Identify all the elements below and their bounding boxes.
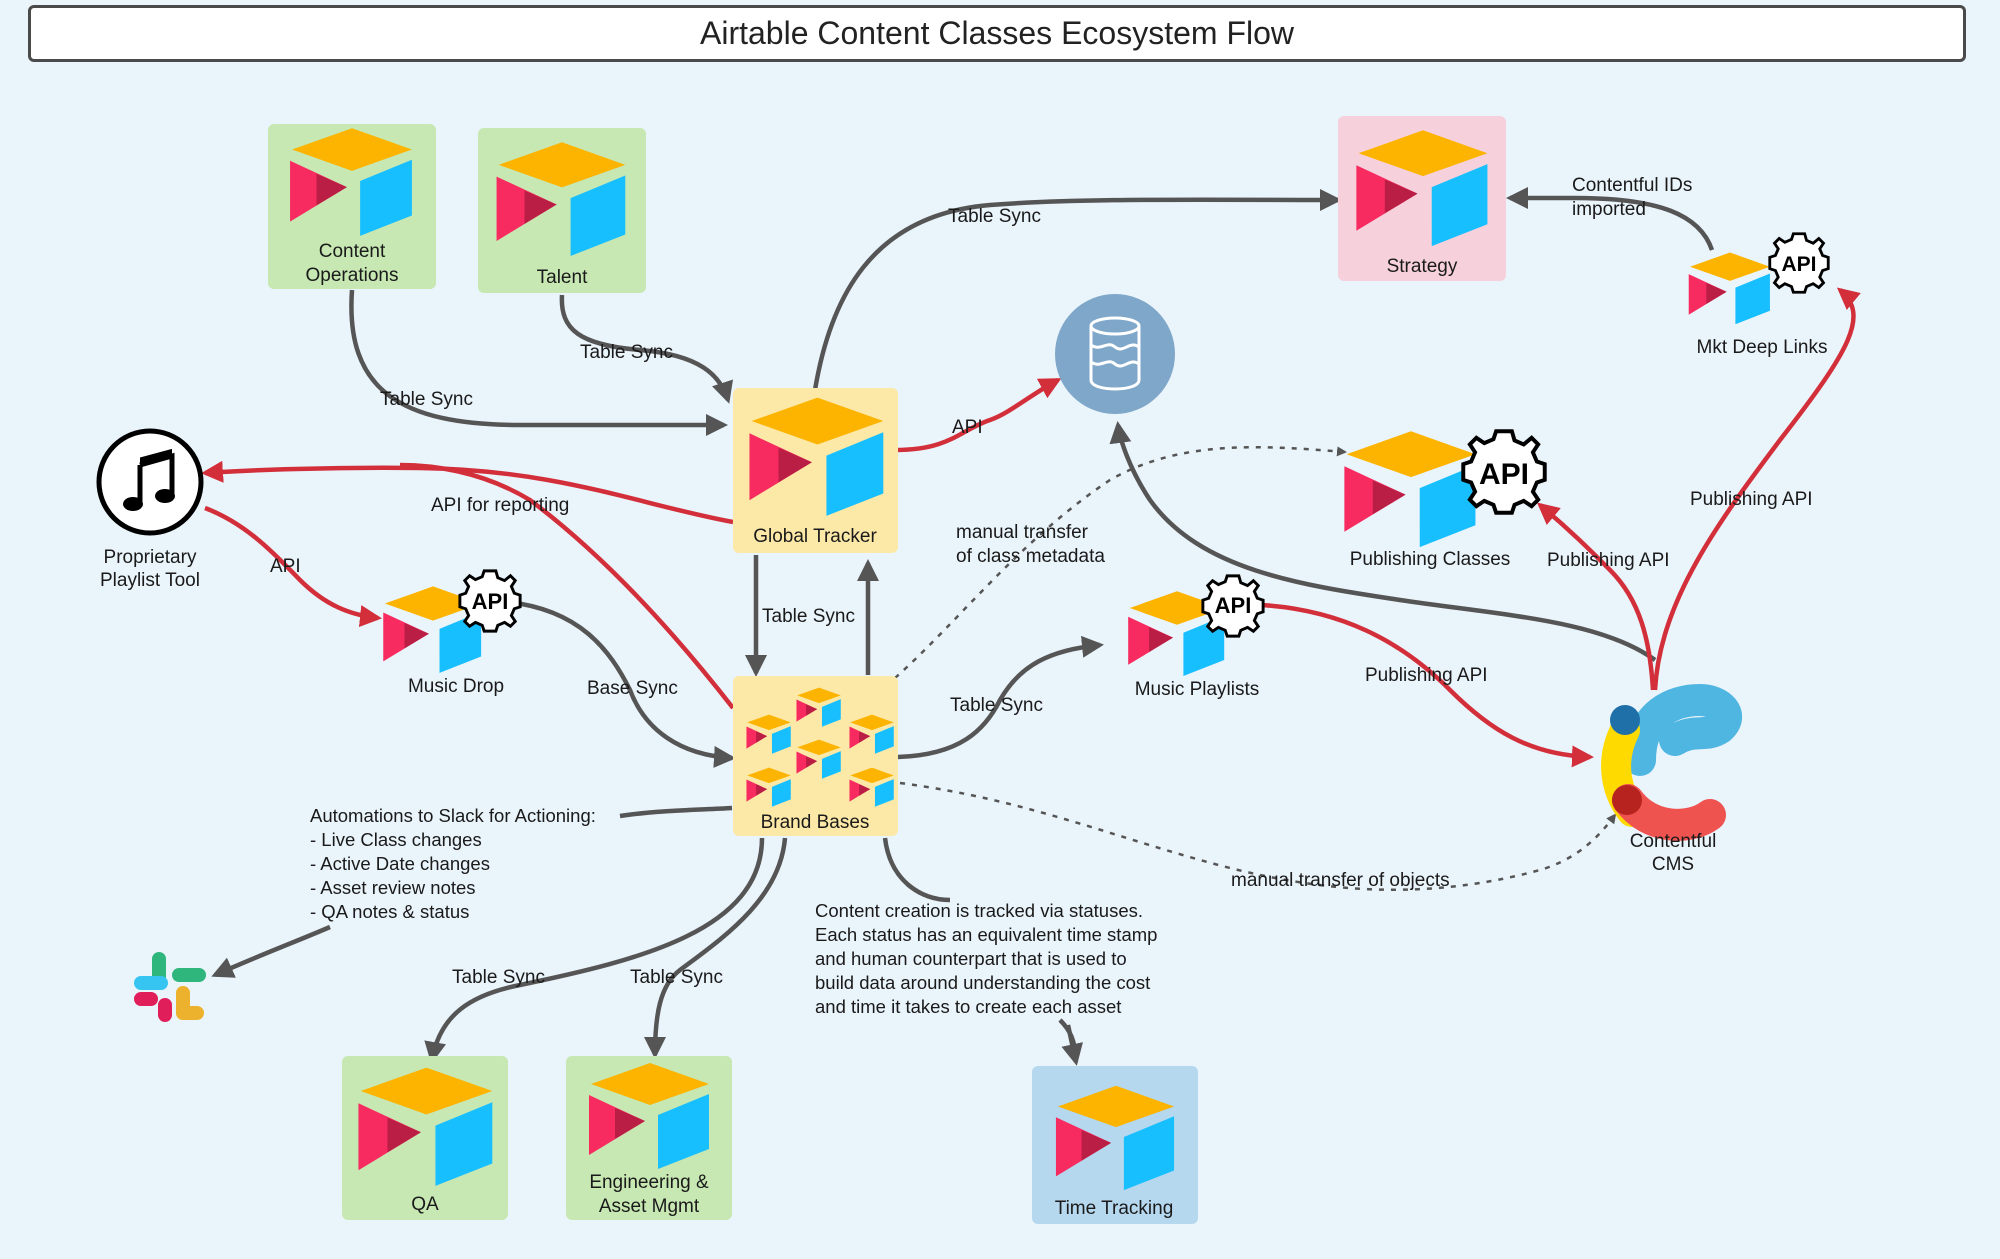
edge-contentful-to-publishing-classes — [1536, 502, 1656, 691]
edge-contentful-to-mkt-deep-links — [1652, 287, 1861, 691]
node-proprietary-playlist-tool[interactable]: Proprietary Playlist Tool — [96, 428, 204, 591]
edge-music-playlists-to-contentful — [1261, 602, 1594, 768]
node-global-tracker[interactable]: Global Tracker — [733, 388, 898, 553]
note-time-tracking: Content creation is tracked via statuses… — [815, 900, 1157, 1017]
edge-mkt-deep-links-to-strategy — [1506, 187, 1715, 251]
node-database[interactable] — [1055, 294, 1175, 414]
edge-brand-bases-to-slack-note — [619, 805, 733, 819]
api-badge-music-drop: API — [472, 589, 509, 614]
diagram-title: Airtable Content Classes Ecosystem Flow — [700, 15, 1294, 51]
label-contentful-1: Contentful — [1630, 831, 1717, 852]
label-contentful-2: CMS — [1652, 854, 1694, 875]
edge-label-manual-transfer-metadata-1: manual transfer — [956, 522, 1089, 543]
contentful-logo-icon — [1601, 683, 1742, 841]
note-slack-line-2: - Live Class changes — [310, 829, 482, 850]
node-publishing-classes[interactable]: API Publishing Classes — [1344, 429, 1547, 570]
edge-brand-bases-to-engineering — [644, 837, 788, 1059]
edge-label-publishing-api-classes: Publishing API — [1547, 550, 1670, 571]
label-talent: Talent — [537, 267, 588, 288]
api-badge-mkt: API — [1781, 253, 1816, 276]
edge-label-api-playlist: API — [270, 556, 301, 577]
edge-label-table-sync-top: Table Sync — [948, 206, 1041, 227]
edge-label-table-sync-eng: Table Sync — [630, 967, 723, 988]
label-content-operations-1: Content — [319, 241, 386, 262]
edge-label-manual-transfer-objects: manual transfer of objects — [1231, 870, 1450, 891]
edge-talent-to-global-tracker — [559, 294, 733, 404]
edge-label-api-db: API — [952, 417, 983, 438]
edge-label-publishing-api-mkt: Publishing API — [1690, 489, 1813, 510]
note-time-line-3: and human counterpart that is used to — [815, 948, 1127, 969]
label-time-tracking: Time Tracking — [1055, 1198, 1174, 1219]
label-content-operations-2: Operations — [306, 265, 399, 286]
edge-labels: Table Sync Contentful IDs imported Table… — [270, 175, 1813, 988]
edge-brand-bases-to-music-playlists — [897, 635, 1104, 760]
label-music-drop: Music Drop — [408, 676, 504, 697]
label-playlist-tool-2: Playlist Tool — [100, 570, 200, 591]
edges — [201, 187, 1861, 1066]
note-time-line-4: build data around understanding the cost — [815, 972, 1150, 993]
edge-global-tracker-to-database — [894, 378, 1062, 453]
label-playlist-tool-1: Proprietary — [104, 547, 197, 568]
node-time-tracking[interactable]: Time Tracking — [1032, 1066, 1198, 1224]
label-qa: QA — [411, 1194, 439, 1215]
edge-global-tracker-to-strategy — [812, 188, 1342, 391]
edge-label-table-sync-qa: Table Sync — [452, 967, 545, 988]
node-engineering-asset-mgmt[interactable]: Engineering & Asset Mgmt — [566, 1056, 732, 1220]
edge-label-table-sync-playlists: Table Sync — [950, 695, 1043, 716]
note-slack-line-4: - Asset review notes — [310, 877, 476, 898]
note-time-line-5: and time it takes to create each asset — [815, 996, 1121, 1017]
edge-label-talent-table-sync: Table Sync — [580, 342, 673, 363]
edge-label-base-sync: Base Sync — [587, 678, 678, 699]
node-contentful-cms[interactable]: Contentful CMS — [1601, 683, 1742, 875]
edge-content-ops-to-global-tracker — [349, 289, 728, 436]
diagram-title-box: Airtable Content Classes Ecosystem Flow — [28, 5, 1966, 62]
music-note-icon — [123, 448, 175, 511]
database-icon — [1089, 316, 1141, 391]
edge-brand-bases-to-publishing-classes-dotted — [894, 445, 1347, 679]
node-strategy[interactable]: Strategy — [1338, 116, 1506, 281]
note-slack-line-3: - Active Date changes — [310, 853, 490, 874]
node-brand-bases[interactable]: Brand Bases — [733, 676, 898, 836]
note-slack-automations: Automations to Slack for Actioning: - Li… — [310, 805, 596, 922]
note-time-line-1: Content creation is tracked via statuses… — [815, 900, 1143, 921]
note-slack-line-5: - QA notes & status — [310, 901, 469, 922]
label-publishing-classes: Publishing Classes — [1350, 549, 1511, 570]
label-engineering-2: Asset Mgmt — [599, 1196, 700, 1217]
edge-brand-bases-to-qa — [424, 837, 765, 1064]
edge-slack-note-to-slack — [211, 924, 331, 978]
note-slack-line-1: Automations to Slack for Actioning: — [310, 805, 596, 826]
edge-label-table-sync-center: Table Sync — [762, 606, 855, 627]
label-brand-bases: Brand Bases — [761, 812, 870, 833]
edge-note-to-time-tracking — [1061, 1024, 1083, 1066]
edge-brand-bases-to-contentful-dotted — [899, 781, 1617, 891]
edge-playlist-tool-to-music-drop — [204, 505, 382, 628]
edge-label-contentful-ids-1: Contentful IDs — [1572, 175, 1692, 196]
edge-contentful-to-database — [1109, 421, 1657, 662]
edge-music-drop-to-brand-bases — [507, 599, 736, 768]
edge-brand-bases-to-playlist-tool — [399, 462, 735, 710]
edge-label-content-ops-table-sync: Table Sync — [380, 389, 473, 410]
node-talent[interactable]: Talent — [478, 128, 646, 293]
api-badge-music-playlists: API — [1215, 593, 1252, 618]
node-music-drop[interactable]: API Music Drop — [383, 569, 522, 697]
edge-label-api-for-reporting: API for reporting — [431, 495, 569, 516]
edge-label-contentful-ids-2: imported — [1572, 199, 1646, 220]
slack-icon[interactable] — [134, 952, 206, 1022]
node-music-playlists[interactable]: API Music Playlists — [1128, 574, 1265, 700]
edge-label-publishing-api-playlists: Publishing API — [1365, 665, 1488, 686]
label-music-playlists: Music Playlists — [1135, 679, 1260, 700]
node-qa[interactable]: QA — [342, 1056, 508, 1220]
label-strategy: Strategy — [1387, 256, 1458, 277]
edge-label-manual-transfer-metadata-2: of class metadata — [956, 546, 1105, 567]
note-time-line-2: Each status has an equivalent time stamp — [815, 924, 1157, 945]
label-engineering-1: Engineering & — [589, 1172, 709, 1193]
label-global-tracker: Global Tracker — [753, 526, 877, 547]
label-mkt-deep-links: Mkt Deep Links — [1697, 337, 1828, 358]
node-mkt-deep-links[interactable]: API Mkt Deep Links — [1688, 232, 1830, 358]
api-badge-publishing-classes: API — [1479, 458, 1529, 491]
node-content-operations[interactable]: Content Operations — [268, 124, 436, 289]
